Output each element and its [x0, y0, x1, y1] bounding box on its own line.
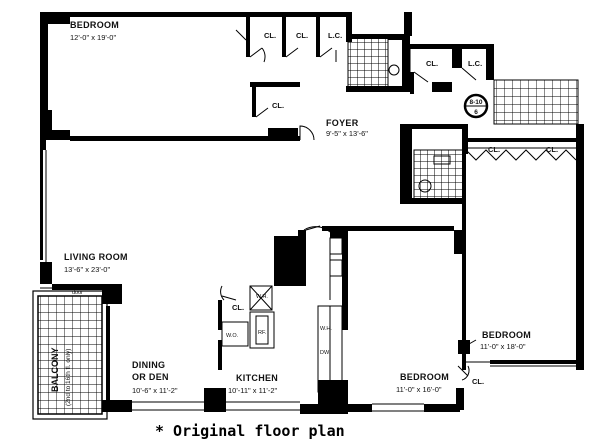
closet-label-5: CL. [488, 145, 500, 154]
closet-label-2: CL. [296, 31, 308, 40]
unit-badge: 8-10 6 [463, 93, 489, 119]
balcony-tiles [37, 295, 103, 415]
kitchen-size: 10'-11" x 11'-2" [228, 386, 278, 395]
caption: * Original floor plan [155, 422, 345, 440]
closet-label-7: CL. [232, 303, 244, 312]
balcony-note: (2nd to 16th fl. only) [65, 349, 72, 406]
dining-size: 10'-6" x 11'-2" [132, 386, 178, 395]
foyer-size: 9'-5" x 13'-6" [326, 129, 368, 138]
living-room-size: 13'-6" x 23'-0" [64, 265, 110, 274]
balcony-name: BALCONY [50, 348, 60, 393]
refrigerator-label: RF. [258, 330, 267, 336]
thin-lines [40, 24, 581, 412]
linen-closet-label-2: L.C. [468, 59, 482, 68]
closet-label-3: CL. [272, 101, 284, 110]
bathroom-1-tiles [347, 37, 389, 89]
bathroom-2-tiles [413, 149, 465, 201]
bedroom-3-name: BEDROOM [482, 330, 531, 340]
bedroom-2-size: 11'-0" x 16'-0" [396, 385, 442, 394]
bedroom-1-name: BEDROOM [70, 20, 119, 30]
terrace-tiles [493, 79, 579, 125]
linen-closet-label-1: L.C. [328, 31, 342, 40]
water-heater-label: W.H. [256, 294, 268, 300]
bedroom-3-size: 11'-0" x 18'-0" [480, 342, 526, 351]
foyer-name: FOYER [326, 118, 359, 128]
dishwasher-label: DW. [320, 350, 331, 356]
dining-name-1: DINING [132, 360, 165, 370]
unit-badge-bottom: 6 [474, 109, 478, 116]
washer-label: W.H. [320, 326, 332, 332]
closet-label-6: CL. [546, 145, 558, 154]
closet-label-8: CL. [472, 377, 484, 386]
living-room-name: LIVING ROOM [64, 252, 128, 262]
bedroom-1-size: 12'-0" x 19'-0" [70, 33, 116, 42]
walls [40, 12, 584, 414]
dining-name-2: OR DEN [132, 372, 169, 382]
bedroom-2-name: BEDROOM [400, 372, 449, 382]
closet-label-1: CL. [264, 31, 276, 40]
unit-badge-top: 8-10 [469, 99, 482, 106]
kitchen-name: KITCHEN [236, 373, 278, 383]
closet-label-4: CL. [426, 59, 438, 68]
wall-oven-label: W.O. [226, 333, 239, 339]
balcony-door-label: door [72, 290, 83, 296]
